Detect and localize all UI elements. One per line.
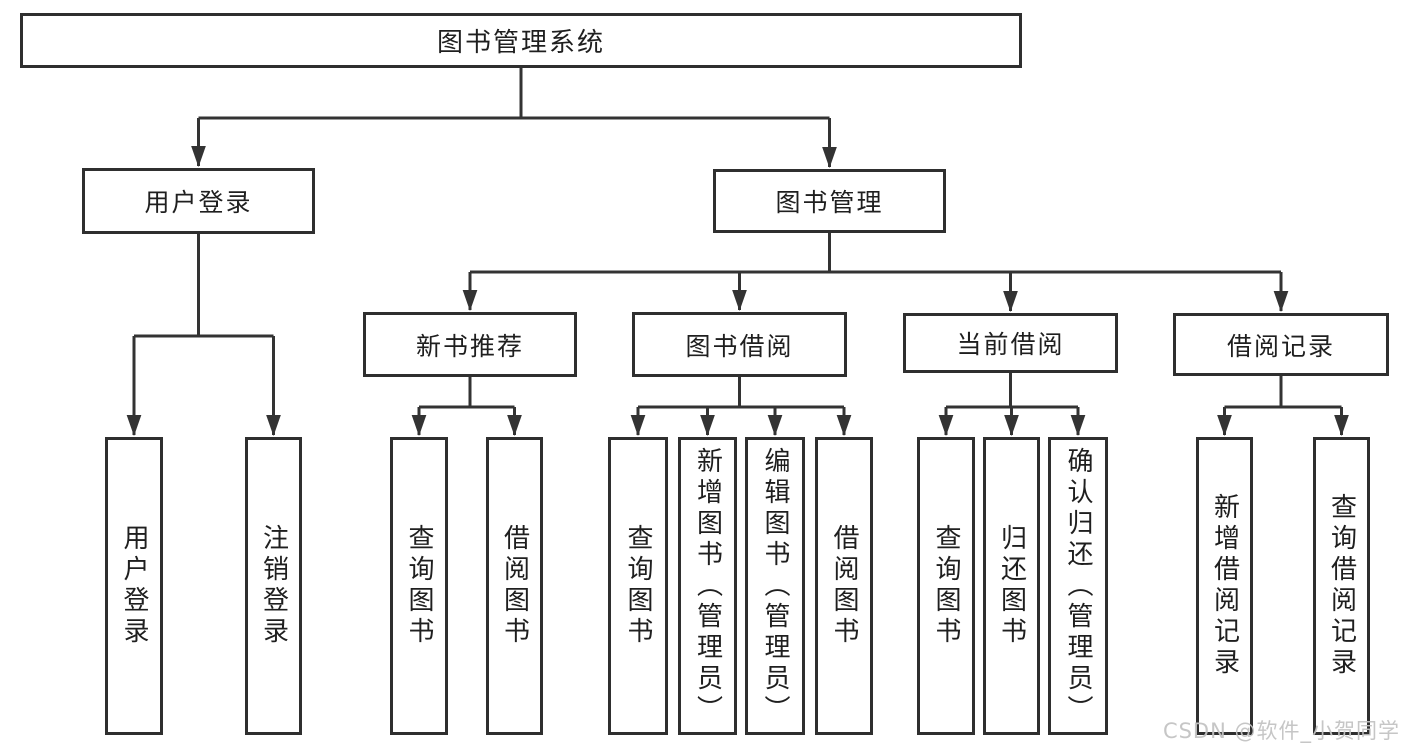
node-cur-borrow: 当前借阅 bbox=[903, 313, 1118, 373]
node-label: 用户登录 bbox=[144, 188, 253, 217]
node-new-rec: 新书推荐 bbox=[363, 312, 577, 377]
node-label: 图书管理 bbox=[775, 188, 884, 217]
node-book-mgmt: 图书管理 bbox=[713, 169, 946, 233]
node-label: 注销登录 bbox=[258, 524, 289, 648]
node-nr-query: 查询图书 bbox=[390, 437, 448, 735]
node-label: 确认归还（管理员） bbox=[1063, 446, 1093, 726]
node-bb-borrow: 借阅图书 bbox=[815, 437, 873, 735]
node-label: 图书借阅 bbox=[685, 331, 794, 361]
node-label: 当前借阅 bbox=[956, 330, 1065, 359]
node-label: 用户登录 bbox=[119, 524, 149, 648]
node-records: 借阅记录 bbox=[1173, 313, 1389, 376]
node-cb-return: 归还图书 bbox=[983, 437, 1040, 735]
node-label: 借阅图书 bbox=[499, 524, 530, 648]
node-cb-confirm: 确认归还（管理员） bbox=[1048, 437, 1108, 735]
node-nr-borrow: 借阅图书 bbox=[486, 437, 543, 735]
node-label: 归还图书 bbox=[996, 524, 1027, 648]
node-label: 新增借阅记录 bbox=[1209, 493, 1240, 679]
node-label: 查询图书 bbox=[931, 524, 961, 648]
node-label: 借阅图书 bbox=[829, 524, 859, 648]
node-bb-query: 查询图书 bbox=[608, 437, 668, 735]
node-label: 查询借阅记录 bbox=[1326, 493, 1357, 679]
node-book-borrow: 图书借阅 bbox=[632, 312, 847, 377]
node-label: 新书推荐 bbox=[415, 331, 524, 361]
node-label: 新增图书（管理员） bbox=[692, 446, 723, 726]
node-bb-edit: 编辑图书（管理员） bbox=[745, 437, 805, 735]
node-br-add: 新增借阅记录 bbox=[1196, 437, 1253, 735]
node-logout: 注销登录 bbox=[245, 437, 302, 735]
node-label: 编辑图书（管理员） bbox=[760, 446, 790, 726]
watermark: CSDN @软件_小贺同学 bbox=[1162, 719, 1400, 743]
node-label: 图书管理系统 bbox=[436, 28, 605, 58]
node-root: 图书管理系统 bbox=[20, 13, 1022, 68]
node-label: 查询图书 bbox=[623, 524, 653, 648]
node-login: 用户登录 bbox=[105, 437, 163, 735]
node-br-query: 查询借阅记录 bbox=[1313, 437, 1370, 735]
node-user-login: 用户登录 bbox=[82, 168, 315, 234]
node-bb-add: 新增图书（管理员） bbox=[678, 437, 737, 735]
node-label: 借阅记录 bbox=[1226, 331, 1335, 361]
node-label: 查询图书 bbox=[404, 524, 434, 648]
node-cb-query: 查询图书 bbox=[917, 437, 975, 735]
